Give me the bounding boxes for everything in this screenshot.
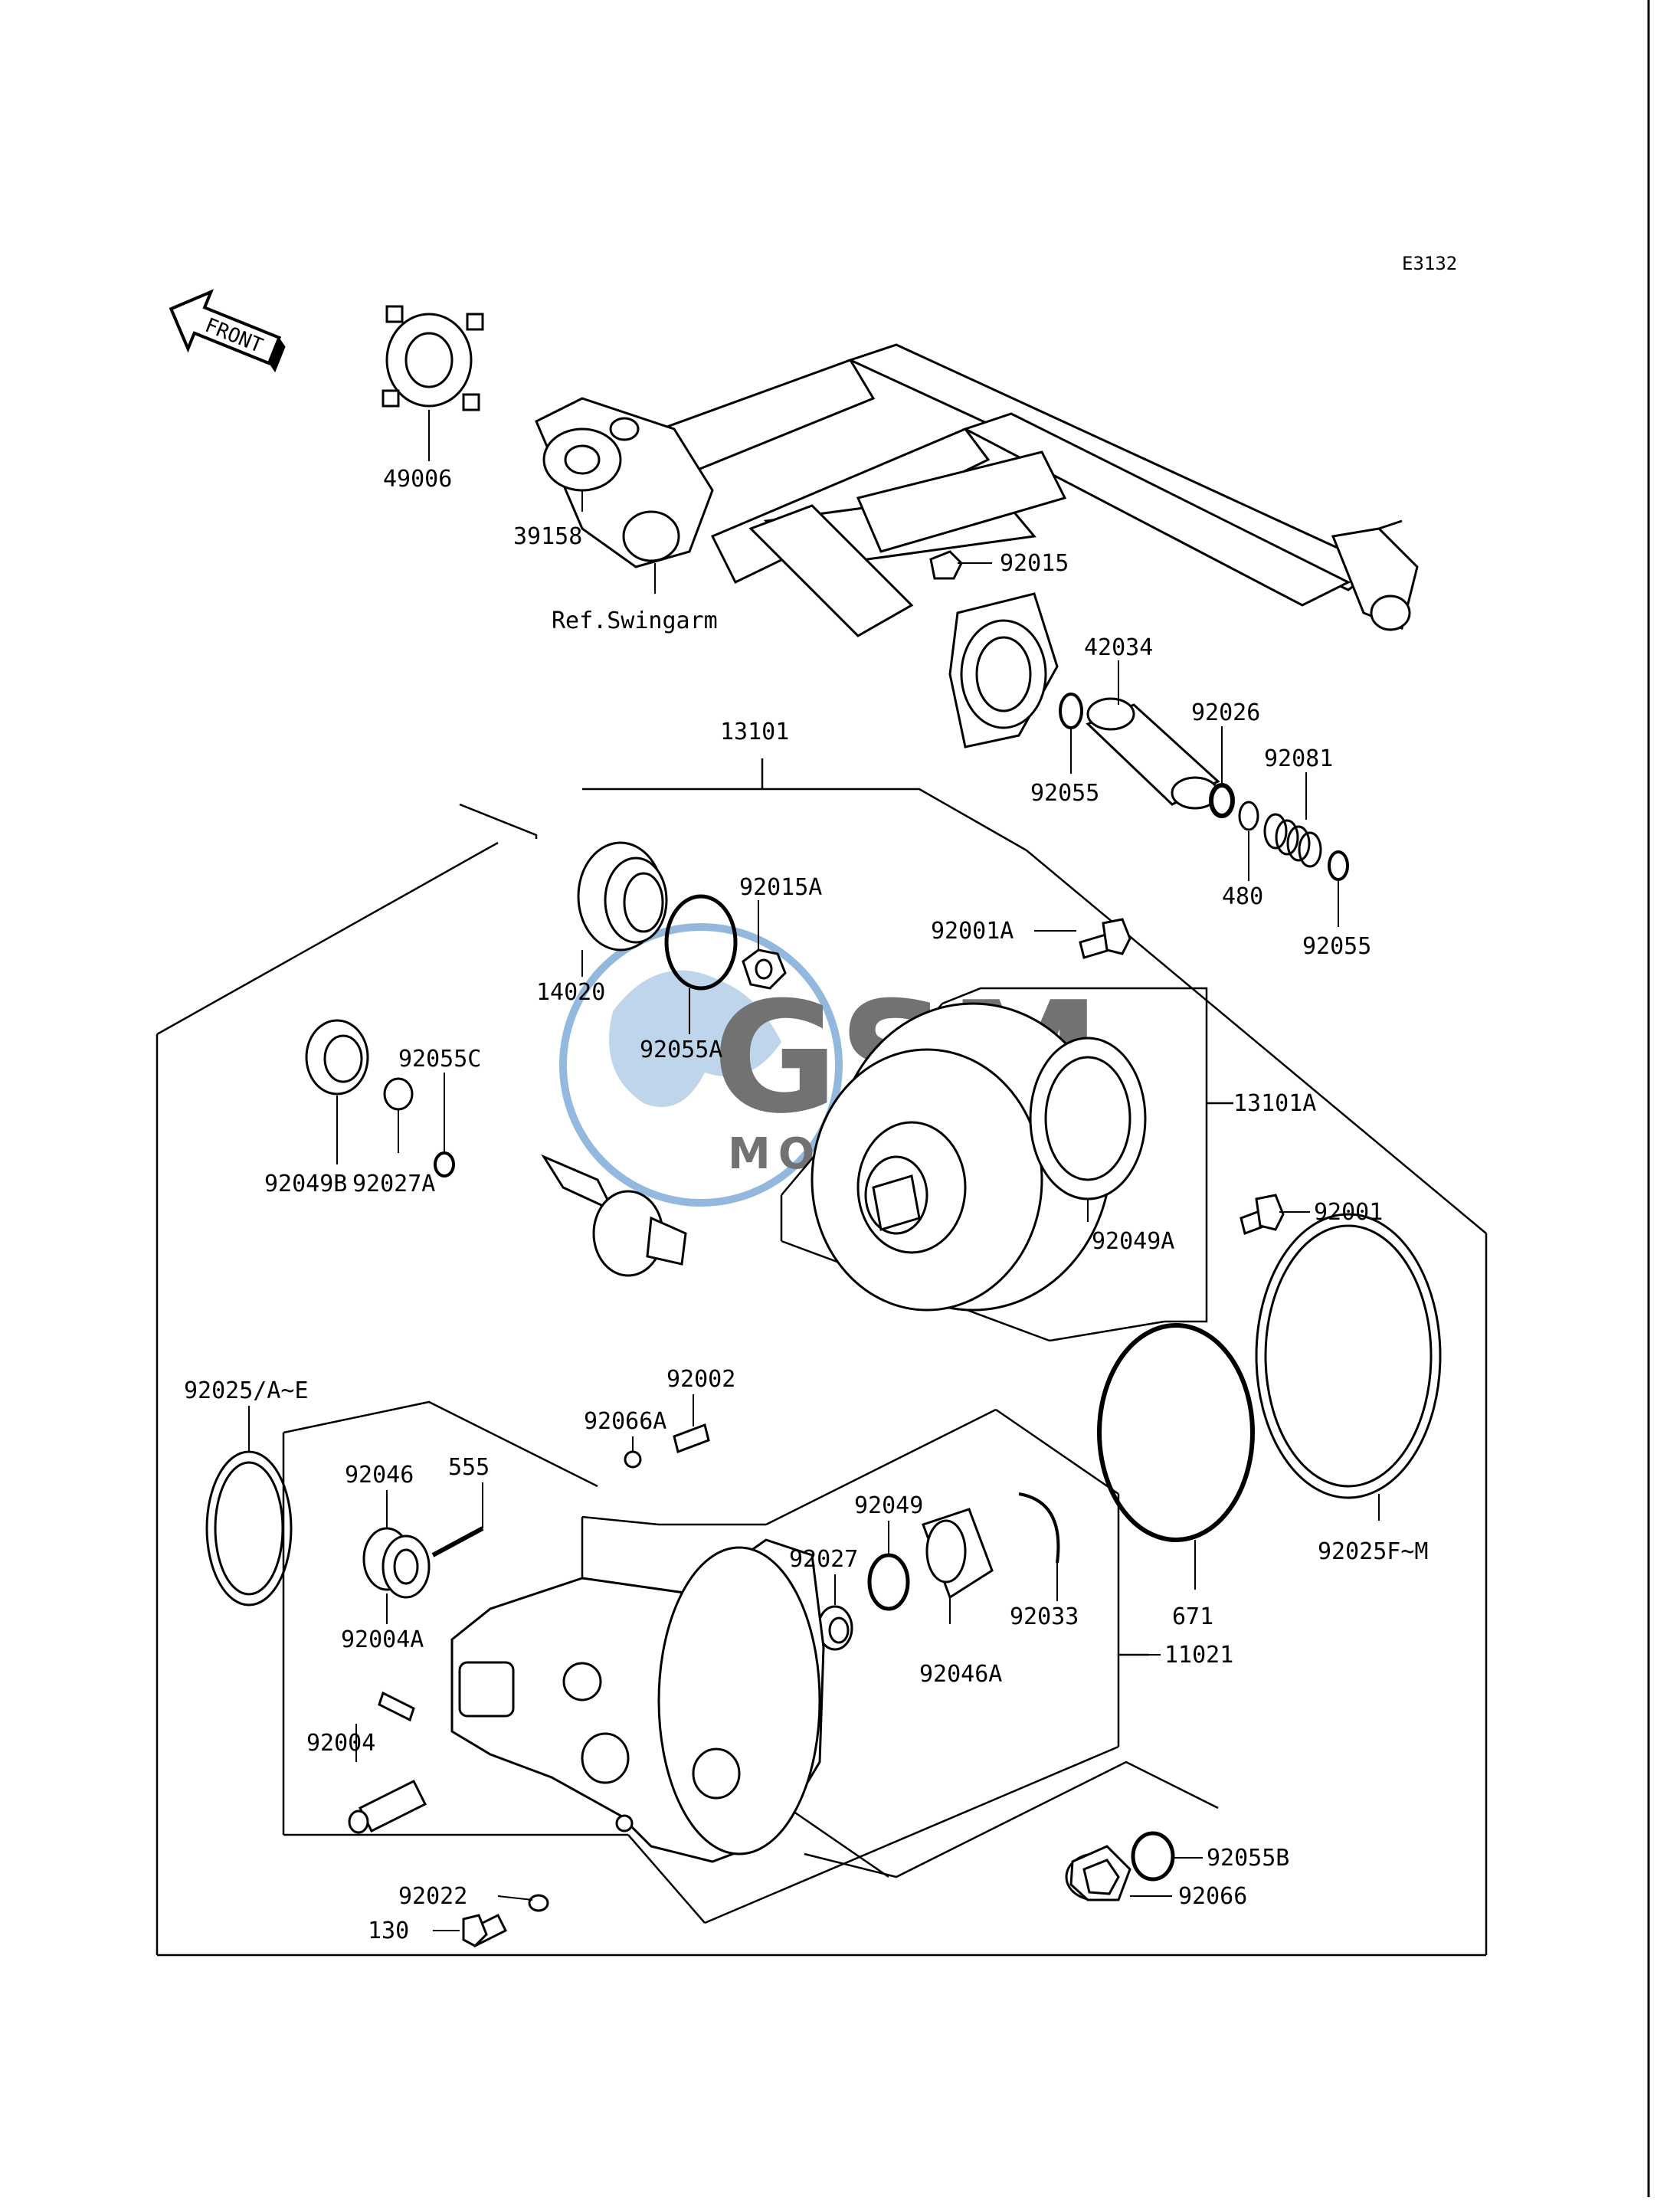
label-92049: 92049 [854,1492,923,1519]
gasket-92025FM-drawing [1255,1213,1442,1499]
label-ref-swingarm: Ref.Swingarm [552,608,718,634]
seal-92049-drawing [867,1553,910,1611]
nut-92015-drawing [929,550,963,580]
oring-92055C [434,1151,455,1177]
circlip-480 [1238,801,1259,831]
label-92046A: 92046A [919,1661,1002,1688]
bolt-92001A-drawing [1079,918,1131,959]
label-92055A: 92055A [640,1037,722,1063]
label-11021: 11021 [1164,1642,1233,1669]
label-49006: 49006 [383,466,452,493]
label-92001A: 92001A [931,918,1014,945]
label-92049B: 92049B [264,1171,347,1197]
oring-671 [1097,1323,1255,1542]
label-92022: 92022 [398,1883,467,1910]
label-92081: 92081 [1264,745,1333,772]
bearing-92046-drawing [362,1527,431,1599]
label-480: 480 [1222,883,1263,910]
label-13101A: 13101A [1233,1090,1316,1117]
label-92004A: 92004A [341,1626,424,1653]
washer-92026 [1209,783,1235,818]
label-92055-top: 92055 [1030,780,1099,807]
label-92015: 92015 [1000,550,1069,577]
oring-92055A [664,894,738,991]
stud-92004A-drawing [378,1691,415,1722]
stud-92004-drawing [348,1779,427,1834]
diagram-code: E3132 [1402,253,1457,274]
label-92004: 92004 [306,1730,375,1757]
label-92066: 92066 [1178,1883,1247,1910]
label-14020: 14020 [536,979,605,1006]
label-671: 671 [1172,1603,1213,1630]
sleeve-42034-drawing [1086,697,1220,810]
label-92027A: 92027A [352,1171,435,1197]
label-92046: 92046 [345,1462,414,1489]
swingarm-drawing [535,343,1419,748]
seal-14020-drawing [577,841,668,951]
leader-lines [248,410,1380,1931]
seal-92049B-drawing [305,1019,369,1096]
label-39158: 39158 [513,523,582,550]
shim-92025AE-drawing [205,1450,293,1607]
label-92001: 92001 [1314,1199,1383,1226]
label-92026: 92026 [1191,699,1260,726]
housing-11021-drawing [450,1538,825,1863]
label-92055-right: 92055 [1302,933,1371,960]
label-13101: 13101 [720,719,789,745]
oring-92055-right [1328,850,1349,881]
pinion-gear-drawing [541,1154,687,1277]
label-42034: 42034 [1084,634,1153,661]
label-92049A: 92049A [1092,1228,1174,1255]
part-labels: 49006 39158 Ref.Swingarm 92015 42034 920… [184,466,1429,1944]
label-92025AE: 92025/A~E [184,1377,309,1404]
bolt-130-drawing [462,1913,508,1948]
assembly-outline [156,758,1488,1957]
oring-92055-top [1059,693,1083,729]
seal-92049A-drawing [1029,1037,1147,1200]
label-92055B: 92055B [1207,1845,1289,1872]
gasket-92066A-drawing [624,1450,642,1469]
spring-92081 [1263,813,1322,868]
label-92033: 92033 [1010,1603,1079,1630]
label-92066A: 92066A [584,1408,666,1435]
nut-92015A-drawing [742,948,787,990]
washer-92022-drawing [528,1894,549,1912]
damper-part-drawing [382,305,484,411]
front-arrow-icon: FRONT [169,289,286,373]
bearing-92046A-drawing [922,1508,994,1600]
circlip-92033-drawing [1018,1492,1060,1564]
label-92015A: 92015A [739,874,822,901]
plug-92066-drawing [1065,1845,1131,1901]
stud-92002-drawing [673,1423,710,1453]
label-130: 130 [368,1918,409,1944]
collar-92027-drawing [817,1605,853,1651]
label-92002: 92002 [666,1366,735,1393]
bolt-92001-drawing [1240,1194,1285,1235]
label-92025FM: 92025F~M [1318,1538,1429,1565]
label-92055C: 92055C [398,1046,481,1073]
label-555: 555 [448,1454,490,1481]
washer-92027A [383,1077,414,1111]
label-92027: 92027 [789,1546,858,1573]
oring-92055B-drawing [1131,1831,1175,1882]
pin-555-drawing [431,1526,484,1557]
